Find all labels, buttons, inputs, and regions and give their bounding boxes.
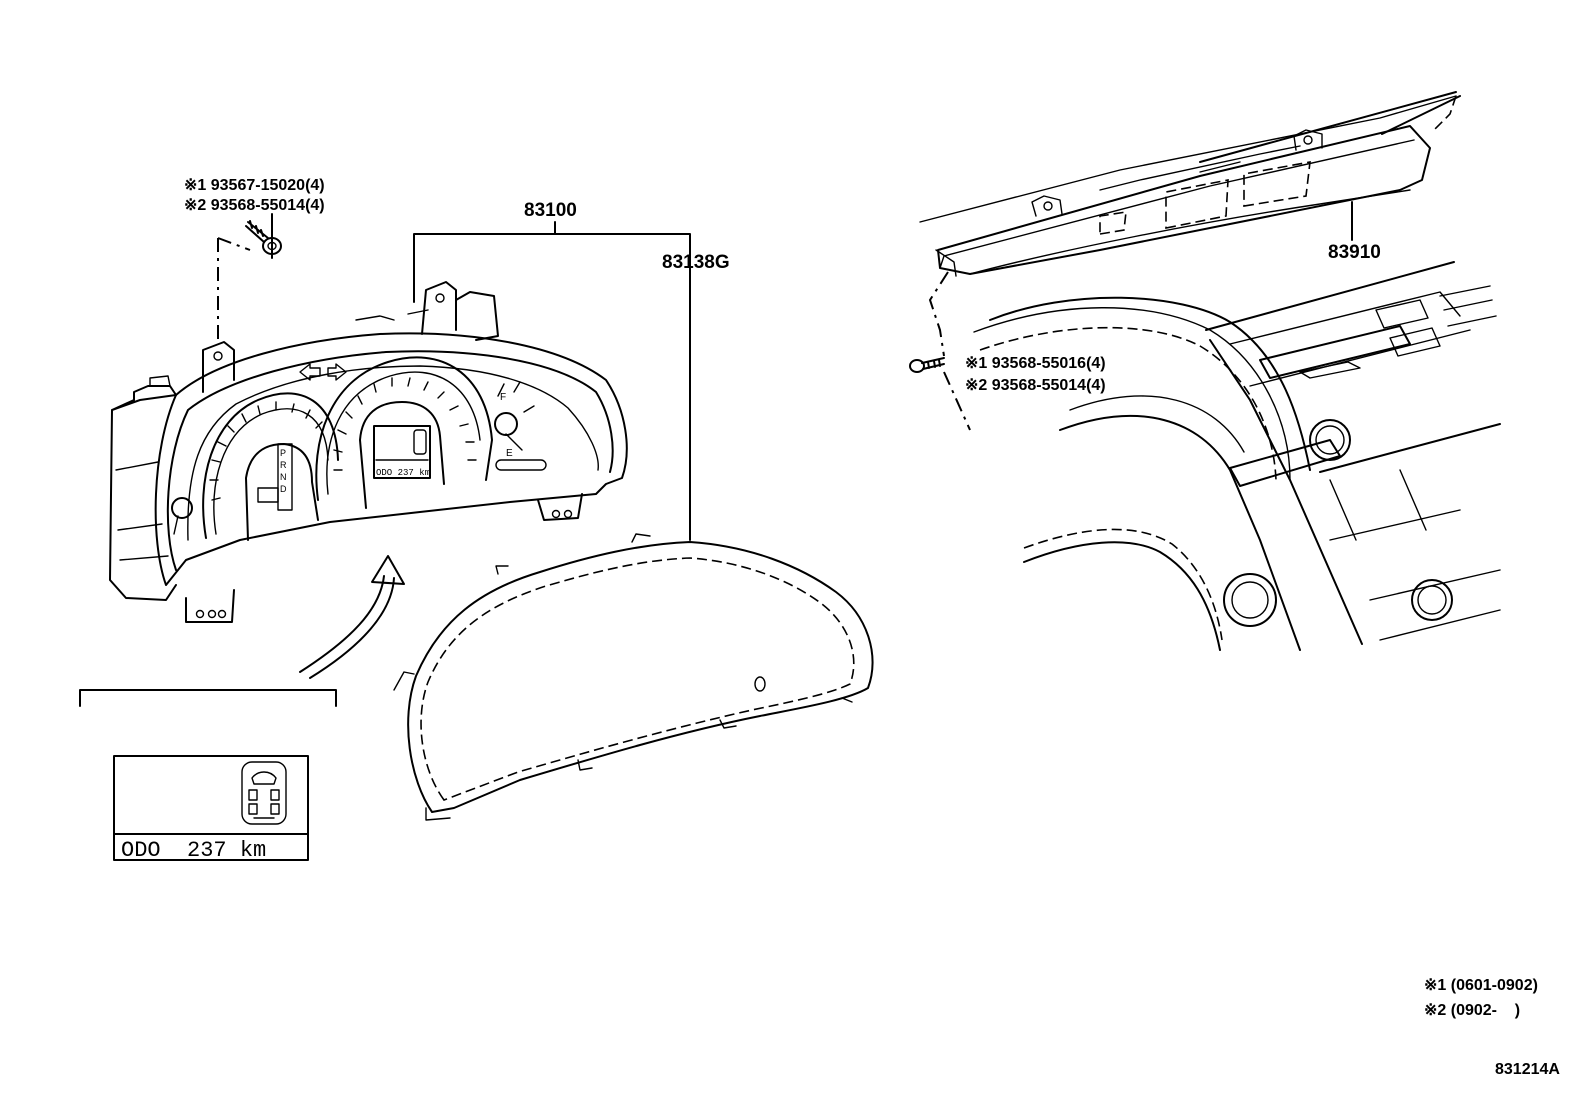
- center-lcd-text: ODO 237 km: [376, 468, 430, 478]
- screw-right-icon: [909, 357, 945, 373]
- legend-note-1: ※1 (0601-0902): [1424, 977, 1538, 994]
- multi-display-unit: [919, 91, 1461, 277]
- callout-83138g: 83138G: [662, 252, 730, 273]
- illustration-number: 831214A: [1495, 1061, 1560, 1078]
- odo-display-text: ODO 237 km: [121, 838, 266, 863]
- svg-text:P: P: [280, 448, 286, 458]
- callout-83100-bracket: [413, 221, 691, 541]
- odo-detail-bracket: [79, 689, 337, 707]
- screw-left-icon: [245, 220, 282, 255]
- svg-text:E: E: [506, 448, 513, 459]
- odo-display-frame: [113, 755, 309, 861]
- svg-text:F: F: [500, 392, 506, 403]
- dashboard: [973, 261, 1501, 651]
- svg-text:N: N: [280, 472, 287, 482]
- screw-right-label-2: ※2 93568-55014(4): [965, 377, 1106, 394]
- curved-arrow: [299, 555, 405, 679]
- screw-right-label-1: ※1 93568-55016(4): [965, 355, 1106, 372]
- screw-left-label-2: ※2 93568-55014(4): [184, 197, 325, 214]
- legend-note-2: ※2 (0902- ): [1424, 1002, 1520, 1019]
- callout-83910: 83910: [1328, 242, 1381, 263]
- screw-right-dash: [928, 271, 971, 431]
- screw-left-dash: [217, 237, 251, 340]
- callout-83100: 83100: [524, 200, 577, 221]
- svg-text:D: D: [280, 484, 287, 494]
- svg-text:R: R: [280, 460, 287, 470]
- combination-meter: ODO 237 km P R N D F E: [109, 281, 628, 623]
- odo-detail: ODO 237 km: [79, 689, 337, 863]
- center-lcd-frame: [373, 425, 431, 479]
- car-door-icon: [241, 761, 287, 825]
- glass-cover: [393, 533, 874, 821]
- screw-left-label-1: ※1 93567-15020(4): [184, 177, 325, 194]
